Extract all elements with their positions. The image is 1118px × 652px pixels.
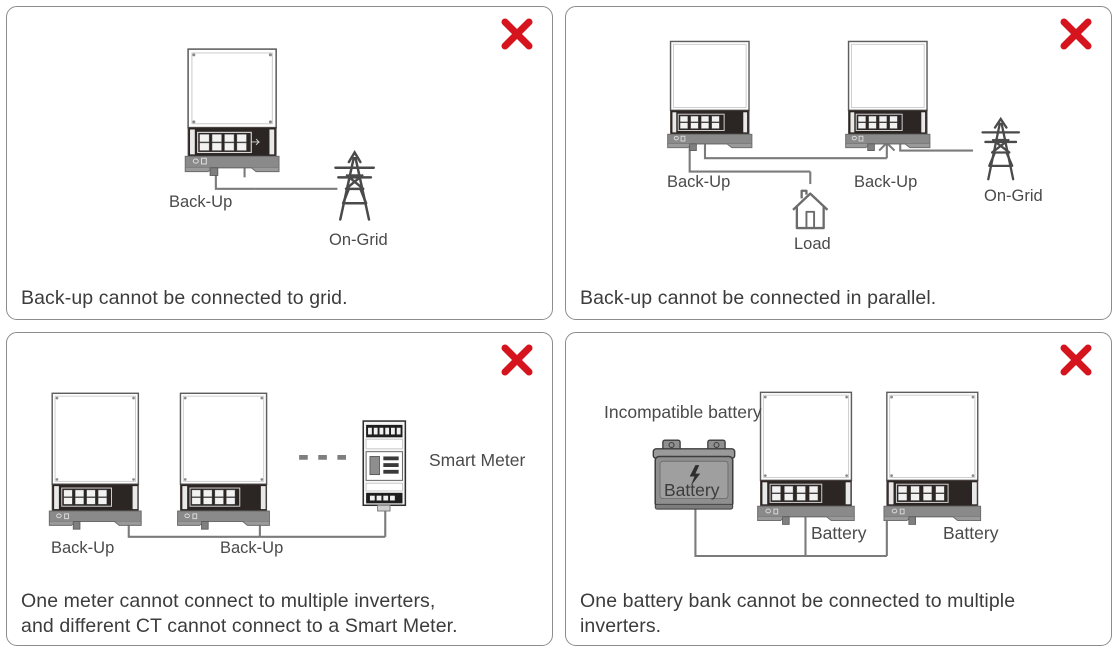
diagram-2 [667,40,1021,230]
inverter-icon [667,40,753,151]
power-tower-icon [334,150,376,221]
label-load: Load [794,235,831,253]
inverter-icon [883,391,982,525]
label-ongrid: On-Grid [984,187,1043,205]
panel-caption: Back-up cannot be connected in parallel. [580,287,937,309]
panel-border: Back-Up On-Grid Back-up cannot be connec… [6,6,553,320]
caption-line-1: One battery bank cannot be connected to … [580,590,1016,612]
label-backup: Back-Up [169,193,233,211]
label-ongrid: On-Grid [329,231,388,249]
panel-meter-multiple-inverters: Back-Up Back-Up Smart Meter One meter ca… [0,326,559,652]
x-mark-icon [1060,344,1092,376]
panel-border: Back-Up Back-Up Load On-Grid Back-up can… [565,6,1112,320]
panel-caption: One meter cannot connect to multiple inv… [21,589,542,639]
x-mark-icon [501,344,533,376]
label-backup-left: Back-Up [51,539,115,557]
inverter-icon [177,392,270,530]
caption-line-1: One meter cannot connect to multiple inv… [21,590,436,612]
inverter-icon [845,40,931,151]
diagram-1 [184,48,376,221]
wire-parallel-backup [688,140,973,185]
battery-icon [652,439,736,510]
inverter-icon [48,392,142,530]
label-battery-right: Battery [943,523,999,543]
panel-caption: One battery bank cannot be connected to … [580,589,1101,639]
diagram-4 [652,391,982,558]
caption-line-2: and different CT cannot connect to a Sma… [21,615,458,637]
panel-backup-parallel: Back-Up Back-Up Load On-Grid Back-up can… [559,0,1118,326]
label-incompatible-battery: Incompatible battery [604,402,762,422]
panel-border: Back-Up Back-Up Smart Meter One meter ca… [6,332,553,646]
inverter-icon [184,48,280,176]
label-battery-text: Battery [664,480,720,500]
x-mark-icon [1060,18,1092,50]
label-backup-right: Back-Up [854,173,918,191]
power-tower-icon [981,116,1021,181]
smart-meter-icon [362,420,407,512]
label-smart-meter: Smart Meter [429,450,526,470]
caption-line-2: inverters. [580,615,662,637]
panel-backup-to-grid: Back-Up On-Grid Back-up cannot be connec… [0,0,559,326]
label-battery-left: Battery [811,523,867,543]
panel-battery-multiple-inverters: Incompatible battery Battery Battery Bat… [559,326,1118,652]
diagram-3 [48,392,407,538]
inverter-icon [757,391,855,525]
panel-border: Incompatible battery Battery Battery Bat… [565,332,1112,646]
label-backup-right: Back-Up [220,539,284,557]
panel-caption: Back-up cannot be connected to grid. [21,287,348,309]
label-backup-left: Back-Up [667,173,731,191]
x-mark-icon [501,18,533,50]
house-load-icon [792,189,829,230]
